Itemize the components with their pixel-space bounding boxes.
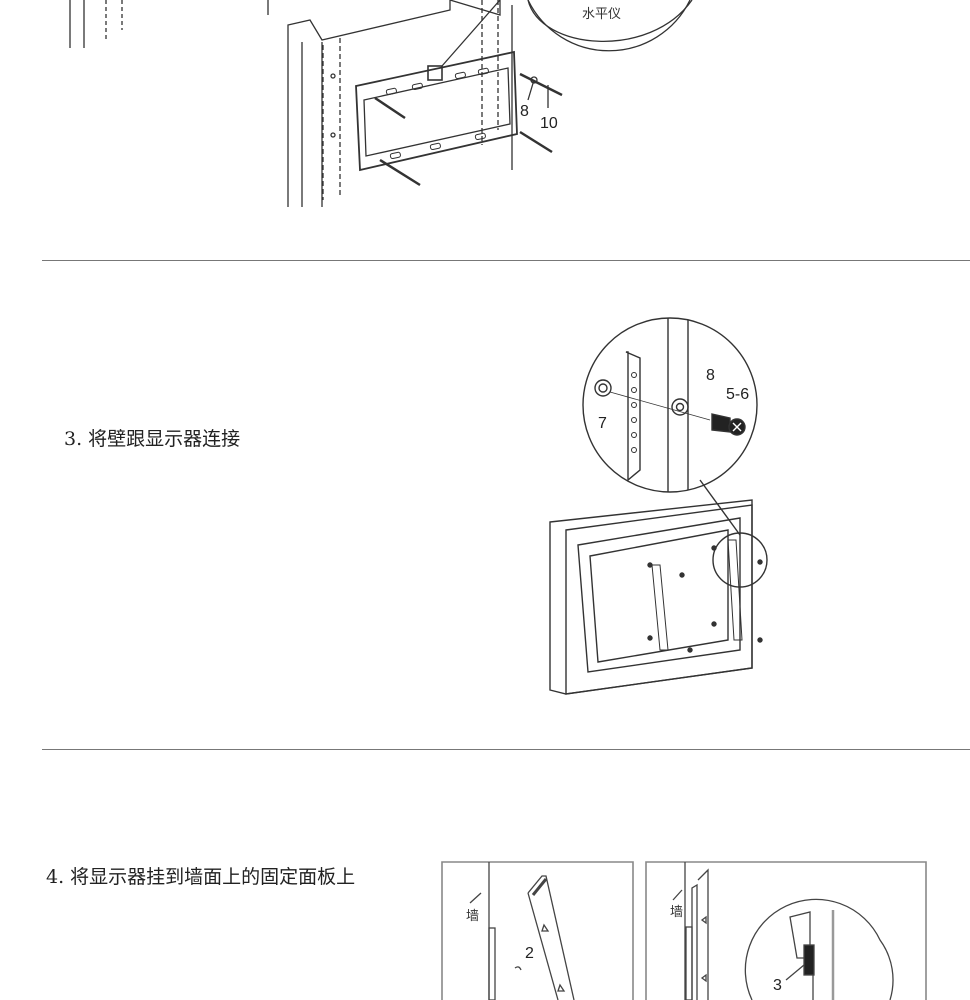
step-3-instruction: 3. 将壁跟显示器连接 <box>64 428 241 450</box>
part-label-7: 7 <box>598 415 607 432</box>
section-divider <box>42 260 970 261</box>
level-callout-label: 水平仪 <box>582 7 621 22</box>
part-label-3: 3 <box>773 977 782 994</box>
part-label-2: 2 <box>525 945 534 962</box>
wall-label-left: 墙 <box>466 909 479 924</box>
part-label-8: 8 <box>706 367 715 384</box>
step-4-instruction: 4. 将显示器挂到墙面上的固定面板上 <box>46 866 356 888</box>
wall-label-right: 墙 <box>670 905 683 920</box>
part-label-10: 10 <box>540 115 558 132</box>
section-divider <box>42 749 970 750</box>
part-label-8: 8 <box>520 103 529 120</box>
part-label-5-6: 5-6 <box>726 386 749 403</box>
